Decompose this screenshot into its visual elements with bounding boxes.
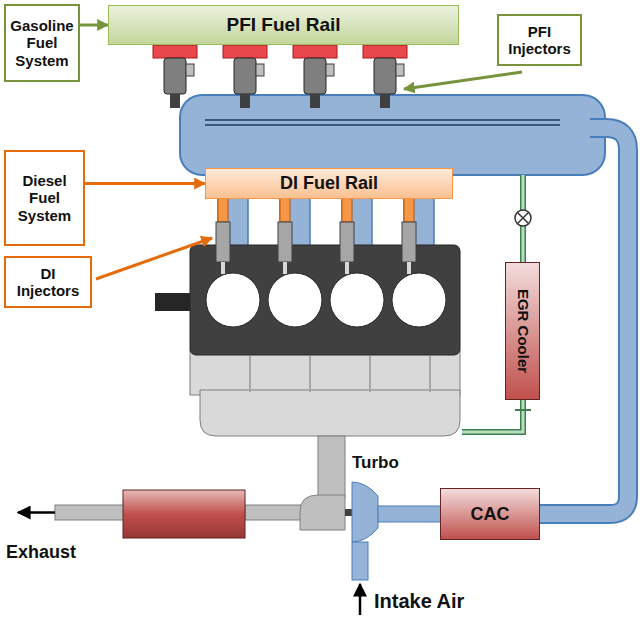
exhaust-pipe — [245, 505, 305, 520]
fuel-rail-bar: PFI Fuel Rail — [108, 5, 459, 45]
manifold-line — [205, 124, 560, 126]
cylinder — [392, 273, 446, 327]
di-nozzle — [221, 262, 225, 274]
node-text: Diesel Fuel System — [10, 172, 79, 224]
crankcase — [190, 350, 460, 395]
callout-arrow — [404, 72, 522, 89]
injector-nozzle — [170, 94, 180, 108]
callout-box: DI Injectors — [4, 256, 92, 308]
di-injector — [280, 198, 290, 222]
compressor — [352, 482, 378, 542]
crankcase-rib — [429, 356, 431, 392]
compressor-outlet-pipe — [378, 506, 442, 522]
manifold-line — [205, 119, 560, 121]
crankcase-rib — [369, 356, 371, 392]
exhaust-arrow — [18, 511, 55, 514]
fuel-rail-bar: DI Fuel Rail — [205, 168, 453, 199]
pfi-injector — [234, 58, 256, 94]
egr-valve — [518, 213, 529, 224]
egr-valve — [518, 213, 529, 224]
fuel-system-box: Gasoline Fuel System — [4, 4, 80, 82]
injector-nozzle — [240, 94, 250, 108]
injector-nozzle — [310, 94, 320, 108]
fuel-feed-arrow — [80, 24, 108, 27]
egr-pipe — [462, 400, 523, 432]
pfi-injector — [374, 58, 396, 94]
di-injector — [402, 222, 416, 262]
node-text: EGR Cooler — [514, 289, 531, 373]
injector-plug — [326, 64, 334, 76]
node-text: DI Fuel Rail — [280, 173, 378, 194]
injector-nozzle — [380, 94, 390, 108]
di-injector — [340, 222, 354, 262]
di-injector — [342, 198, 352, 222]
cooler-box: EGR Cooler — [505, 262, 540, 400]
injector-cap — [223, 45, 267, 58]
node-text: Gasoline Fuel System — [10, 17, 74, 69]
pfi-injector — [304, 58, 326, 94]
di-injector — [216, 222, 230, 262]
fuel-feed-arrow — [85, 182, 205, 185]
oil-pan — [200, 390, 460, 436]
crankcase-rib — [309, 356, 311, 392]
node-text: CAC — [471, 504, 510, 525]
egr-valve — [515, 210, 531, 226]
flow-label: Intake Air — [374, 590, 464, 613]
cylinder — [206, 273, 260, 327]
di-injector — [218, 198, 228, 222]
di-nozzle — [407, 262, 411, 274]
charge-air-pipe — [535, 128, 628, 514]
pfi-injector — [164, 58, 186, 94]
injector-cap — [293, 45, 337, 58]
intake-arrow — [359, 584, 362, 615]
exhaust-pipe — [55, 505, 125, 520]
di-nozzle — [345, 262, 349, 274]
di-injector — [404, 198, 414, 222]
node-text: PFI Fuel Rail — [226, 14, 340, 36]
callout-arrow — [96, 238, 212, 279]
fuel-system-box: Diesel Fuel System — [4, 150, 85, 246]
cylinder — [268, 273, 322, 327]
injector-plug — [256, 64, 264, 76]
intake-pipe — [352, 542, 368, 580]
aftertreatment — [123, 490, 245, 538]
node-text: DI Injectors — [10, 265, 86, 300]
callout-box: PFI Injectors — [497, 14, 582, 66]
flow-label: Exhaust — [6, 542, 76, 563]
injector-cap — [153, 45, 197, 58]
turbine — [300, 495, 345, 530]
crank-shaft — [155, 293, 191, 311]
egr-tick — [515, 409, 531, 411]
charge-air-pipe — [535, 128, 628, 514]
di-injector — [278, 222, 292, 262]
node-text: PFI Injectors — [503, 23, 576, 58]
component-label: Turbo — [352, 453, 399, 473]
injector-plug — [186, 64, 194, 76]
cooler-box: CAC — [440, 488, 540, 540]
injector-cap — [363, 45, 407, 58]
di-nozzle — [283, 262, 287, 274]
injector-plug — [396, 64, 404, 76]
crankcase-rib — [249, 356, 251, 392]
cylinder — [330, 273, 384, 327]
exhaust-stem — [318, 436, 345, 498]
intake-manifold — [180, 95, 605, 175]
egr-pipe — [462, 400, 523, 432]
